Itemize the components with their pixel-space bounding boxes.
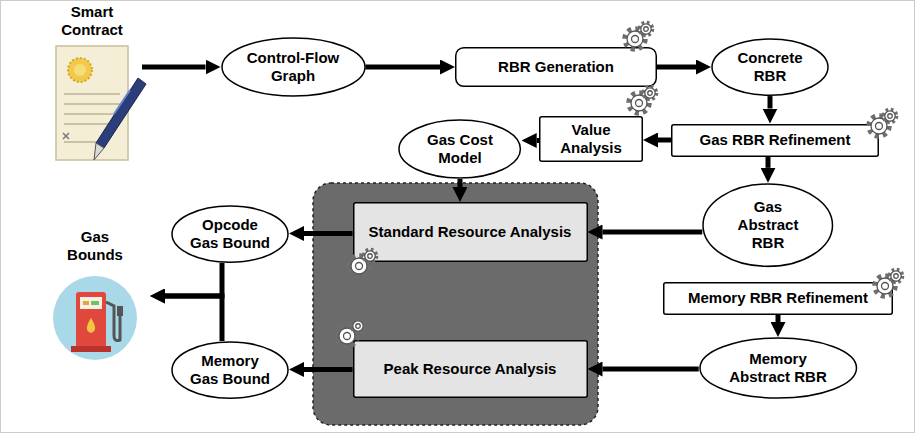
ellipse-outline	[172, 342, 288, 398]
flow-arrow	[768, 96, 773, 108]
text-group: Memory Abstract RBR	[723, 350, 833, 386]
artifact-ellipse: Memory Abstract RBR	[699, 337, 858, 399]
text-group: Control-Flow Graph	[243, 49, 343, 85]
gear-icon	[671, 124, 672, 125]
ellipse-outline	[712, 39, 828, 95]
text-group: Opcode Gas Bound	[190, 216, 270, 252]
node-label: Gas Bounds	[55, 228, 135, 264]
flow-arrow	[457, 179, 462, 187]
node-label: RBR Generation	[498, 58, 614, 76]
artifact-ellipse: Concrete RBR	[711, 38, 829, 96]
flow-arrow	[165, 263, 222, 296]
text-group: Memory Gas Bound	[190, 352, 270, 388]
flow-arrow	[603, 367, 699, 372]
text-group: Standard Resource Analysis	[369, 223, 572, 241]
text-group: Concrete RBR	[730, 49, 810, 85]
node-label: Peak Resource Analysis	[384, 360, 557, 378]
analysis-box: Peak Resource Analysis	[353, 340, 588, 398]
node-label: Value Analysis	[551, 121, 631, 157]
box-outline	[664, 282, 893, 314]
text-group: Gas Abstract RBR	[723, 198, 813, 252]
box-outline	[353, 203, 587, 262]
artifact-ellipse: Control-Flow Graph	[221, 37, 366, 97]
text-group: Peak Resource Analysis	[384, 360, 557, 378]
flow-arrow	[776, 315, 781, 323]
gear-icon	[539, 116, 540, 117]
node-label: Gas Abstract RBR	[723, 198, 813, 252]
ellipse-outline	[700, 338, 857, 398]
gear-icon	[353, 202, 354, 203]
process-box: RBR Generation	[455, 47, 657, 87]
gear-icon	[353, 340, 354, 341]
gas-pump-icon	[53, 276, 137, 360]
group-panel	[313, 183, 598, 425]
text-group: Gas Cost Model	[418, 131, 502, 167]
node-label: Gas RBR Refinement	[700, 131, 851, 149]
process-box: Memory RBR Refinement	[663, 282, 893, 315]
flow-arrow	[766, 157, 771, 168]
flow-arrow	[537, 138, 539, 143]
ellipse-outline	[399, 120, 520, 178]
analysis-box: Standard Resource Analysis	[353, 202, 588, 262]
box-outline	[672, 124, 879, 156]
node-label: Control-Flow Graph	[243, 49, 343, 85]
flow-arrow	[142, 65, 206, 70]
process-box: Gas RBR Refinement	[671, 124, 879, 157]
text-group: RBR Generation	[498, 58, 614, 76]
node-label: Memory RBR Refinement	[688, 289, 868, 307]
contract-heading: Smart Contract	[42, 3, 142, 168]
result-ellipse: Opcode Gas Bound	[171, 205, 289, 263]
flow-arrow	[657, 65, 696, 70]
text-group: Memory RBR Refinement	[688, 289, 868, 307]
flow-arrow	[304, 231, 353, 236]
flow-arrow	[304, 367, 353, 372]
artifact-ellipse: Gas Abstract RBR	[702, 183, 834, 267]
text-group: Gas Bounds	[55, 228, 135, 264]
text-group: Smart Contract	[47, 3, 137, 39]
process-box: Value Analysis	[539, 116, 643, 162]
flow-arrow	[658, 138, 671, 143]
flow-arrow	[366, 65, 441, 70]
output-heading: Gas Bounds	[40, 228, 150, 362]
node-label: Memory Abstract RBR	[723, 350, 833, 386]
flow-arrow	[603, 230, 703, 235]
text-group: Gas RBR Refinement	[700, 131, 851, 149]
node-label: Smart Contract	[47, 3, 137, 39]
text-group: Value Analysis	[551, 121, 631, 157]
result-ellipse: Memory Gas Bound	[171, 341, 289, 399]
box-outline	[456, 48, 657, 87]
gear-icon	[455, 47, 456, 48]
gear-icon	[663, 282, 664, 283]
contract-icon	[56, 46, 146, 160]
node-label: Concrete RBR	[730, 49, 810, 85]
node-label: Memory Gas Bound	[190, 352, 270, 388]
box-outline	[353, 341, 587, 398]
node-label: Standard Resource Analysis	[369, 223, 572, 241]
box-outline	[540, 117, 643, 162]
artifact-ellipse: Gas Cost Model	[398, 119, 521, 179]
flow-arrow	[165, 296, 222, 341]
node-label: Gas Cost Model	[418, 131, 502, 167]
ellipse-outline	[703, 184, 833, 266]
ellipse-outline	[172, 206, 288, 262]
ellipse-outline	[222, 38, 365, 96]
node-label: Opcode Gas Bound	[190, 216, 270, 252]
